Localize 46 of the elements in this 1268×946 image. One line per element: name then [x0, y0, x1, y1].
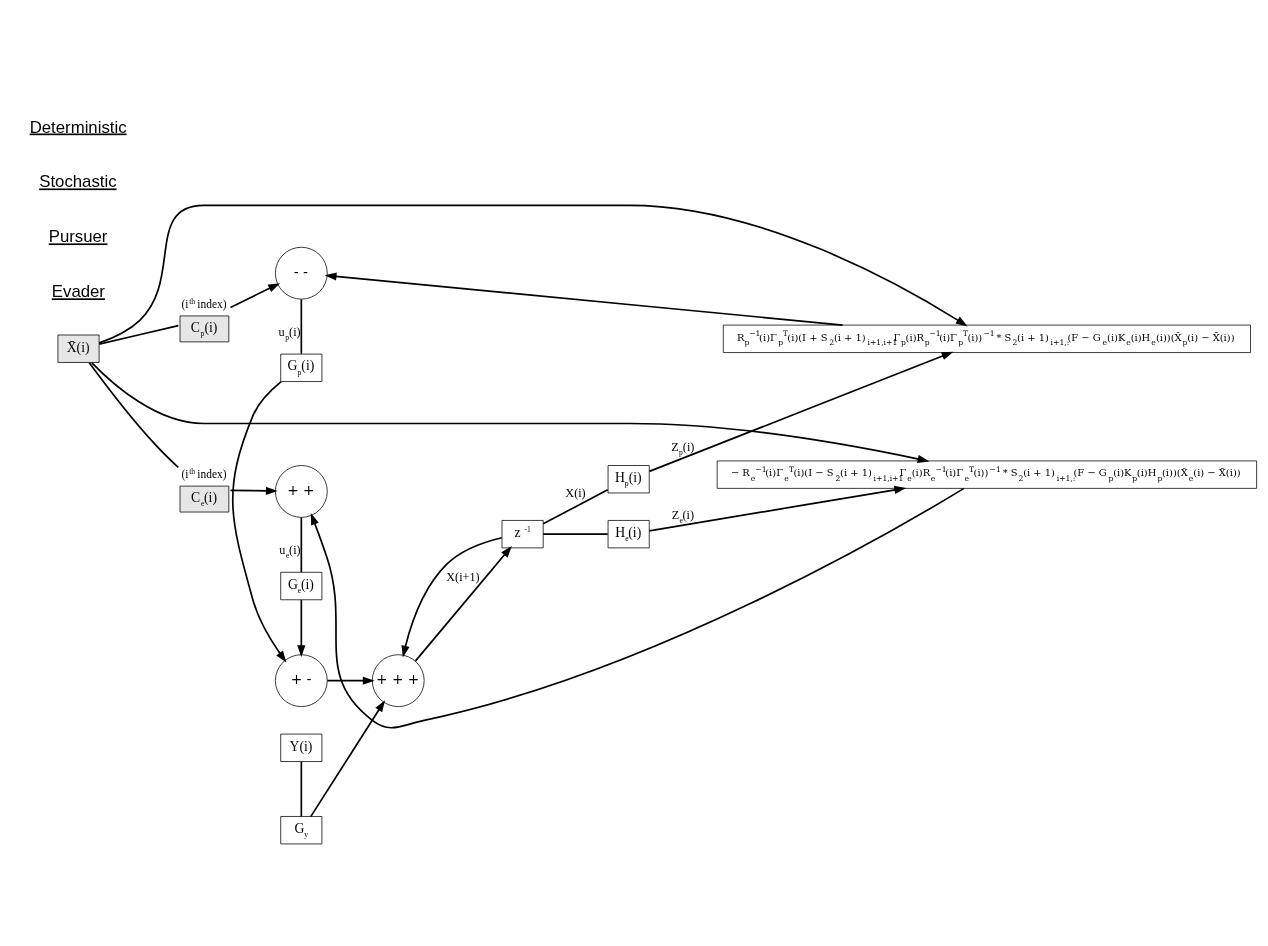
arrow: [326, 676, 375, 685]
arrow: [414, 545, 512, 662]
arrow: [229, 486, 278, 495]
connector: [300, 298, 303, 355]
node-circle: + +: [275, 464, 328, 518]
arrow: [232, 380, 287, 663]
node-box: X̄(i): [57, 334, 100, 363]
node-circle: + + +: [371, 653, 425, 707]
node-box: H$_{p}$(i): [607, 464, 650, 493]
arrow: [310, 699, 386, 817]
arrow: [324, 271, 844, 326]
label: Deterministic: [29, 117, 127, 136]
node-label: (i$^{th}$ index): [181, 466, 227, 480]
label: Stochastic: [39, 171, 117, 191]
arrow: [91, 361, 930, 463]
node-label: (i$^{th}$ index): [181, 296, 227, 310]
node-box: G$_{e}$(i): [280, 571, 323, 600]
label: Evader: [51, 281, 105, 301]
node-box: G$_{p}$(i): [280, 353, 323, 382]
connector: [542, 488, 609, 525]
edge-label: Z$_{e}$(i): [671, 507, 694, 525]
edge-label: Z$_{p}$(i): [671, 439, 695, 457]
connector: [98, 324, 180, 345]
edge-label: X(i+1): [446, 569, 480, 584]
edge-label: u$_{p}$(i): [278, 324, 301, 342]
node-box: z $^{-1}$: [501, 519, 544, 548]
arrow: [297, 598, 306, 657]
connector: [542, 532, 609, 535]
arrow: [401, 536, 503, 658]
edge-label: X(i): [565, 485, 586, 500]
connector: [300, 760, 303, 817]
node-box: H$_{e}$(i): [607, 519, 650, 548]
node-box: G$_{y}$: [280, 815, 323, 844]
node-box: R$_{p}$$^{−1}$(i)Γ$_{p}$$^{T}$(i)(I + S$_{2}$(i + 1)$_{i+1,i+1}$Γ$_{p}$(i)R$_{p}$$^{−1}$(i)Γ$_{p}$$^{T}$(i))$^{−1}$ * S$_{2}$(i + 1)$_{i+1,:}$(F − G$_{e}$(i)K$_{e}$(i)H$_{e}$(i))(X̂$_{p}$(i) − X̄(i)): [722, 324, 1251, 353]
node-box: − R$_{e}$$^{−1}$(i)Γ$_{e}$$^{T}$(i)(I − S$_{2}$(i + 1)$_{i+1,i+1}$Γ$_{e}$(i)R$_{e}$$^{−1}$(i)Γ$_{e}$$^{T}$(i))$^{−1}$ * S$_{2}$(i + 1)$_{i+1,:}$(F − G$_{p}$(i)K$_{p}$(i)H$_{p}$(i))(X̂$_{e}$(i) − X̄(i)): [716, 460, 1257, 489]
arrow: [648, 485, 907, 532]
node-circle: + -: [275, 653, 328, 707]
arrow: [229, 282, 281, 308]
label: Pursuer: [48, 226, 108, 246]
arrow: [648, 351, 954, 472]
connector: [88, 361, 180, 468]
node-box: Y(i): [280, 733, 323, 762]
arrow: [310, 487, 965, 729]
node-circle: - -: [275, 246, 328, 300]
edge-label: u$_{e}$(i): [279, 542, 301, 560]
connector: [300, 516, 303, 573]
